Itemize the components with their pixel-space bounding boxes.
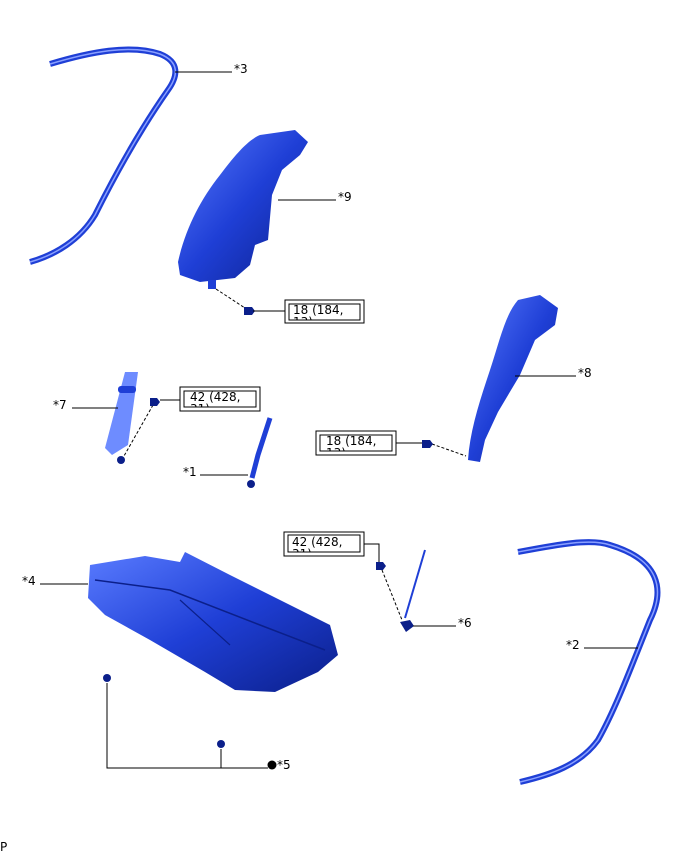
part-3-trim-strip — [29, 46, 179, 265]
callout-3: *3 — [234, 62, 248, 76]
part-1-seat-belt — [247, 417, 273, 488]
bullet-icon — [267, 760, 277, 770]
part-6-belt-buckle — [376, 549, 426, 632]
part-2-trim-strip — [517, 539, 661, 785]
part-7-belt-buckle — [105, 372, 160, 464]
bolt-icon — [422, 440, 433, 448]
torque-spec-8: 18 (184, 13) — [315, 430, 397, 460]
svg-text:13): 13) — [293, 315, 313, 329]
svg-text:18 (184,: 18 (184, — [326, 434, 376, 448]
svg-text:31): 31) — [292, 547, 312, 561]
torque-spec-9: 18 (184, 13) — [284, 299, 365, 329]
torque-spec-7: 42 (428, 31) — [179, 386, 261, 416]
callout-5: *5 — [277, 758, 291, 772]
part-9-side-cushion — [178, 130, 308, 282]
part-9-bracket — [208, 280, 216, 289]
torque-spec-6: 42 (428, 31) — [283, 531, 365, 561]
callout-4: *4 — [22, 574, 36, 588]
callout-2: *2 — [566, 638, 580, 652]
bolt-icon — [376, 562, 386, 570]
part-8-side-cushion — [468, 295, 558, 462]
svg-text:31): 31) — [190, 402, 210, 416]
svg-text:42 (428,: 42 (428, — [292, 535, 342, 549]
callout-6: *6 — [458, 616, 472, 630]
callout-9: *9 — [338, 190, 352, 204]
svg-text:18 (184,: 18 (184, — [293, 303, 343, 317]
callout-8: *8 — [578, 366, 592, 380]
bolt-icon — [244, 307, 255, 315]
bolt-icon — [150, 398, 160, 406]
footer-code: P — [0, 840, 7, 852]
part-4-seat-cushion — [88, 552, 338, 748]
callout-1: *1 — [183, 465, 197, 479]
svg-text:42 (428,: 42 (428, — [190, 390, 240, 404]
svg-text:13): 13) — [326, 446, 346, 460]
callout-7: *7 — [53, 398, 67, 412]
